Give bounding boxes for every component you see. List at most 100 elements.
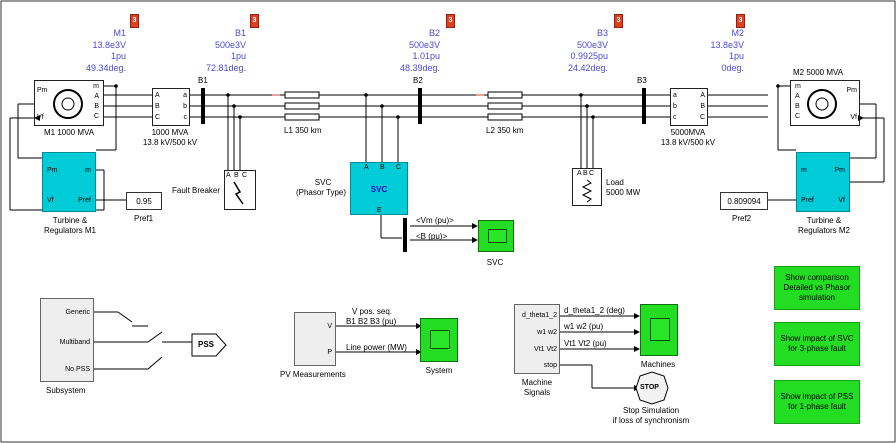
resistor-icon <box>581 179 593 203</box>
m1-name: M1 <box>113 28 126 38</box>
ms-port-w: w1 w2 <box>537 329 557 336</box>
t1-port-la: a <box>183 92 187 99</box>
tr1-port-pref: Pref <box>78 197 91 204</box>
t2-port-c: C <box>699 114 705 121</box>
subsystem-label: Subsystem <box>46 386 86 395</box>
show-pss-impact-button[interactable]: Show impact of PSS for 1-phase fault <box>774 380 860 424</box>
m2-name: M2 <box>731 28 744 38</box>
pss-subsystem[interactable]: Generic Multiband No PSS <box>40 298 94 382</box>
load-port-a: A <box>577 170 582 177</box>
measurement-b2: B2 500e3V 1.01pu 48.39deg. <box>368 28 440 74</box>
m2-port-vf: Vf <box>850 114 857 121</box>
bus-b1-label: B1 <box>198 76 208 85</box>
b3-name: B3 <box>596 28 608 38</box>
svc-block[interactable]: A B C SVC E <box>350 162 408 215</box>
m2-voltage: 13.8e3V <box>710 39 744 50</box>
turbine-1-label-line2: Regulators M1 <box>43 226 97 235</box>
machine-graphics <box>53 89 837 119</box>
show-svc-impact-button[interactable]: Show impact of SVC for 3-phase fault <box>774 322 860 366</box>
load-port-b: B <box>583 170 588 177</box>
transformer-1[interactable]: A B C a b c <box>152 88 190 126</box>
pref1-label: Pref1 <box>134 214 154 223</box>
pv-signal-v-line1: V pos. seq. <box>352 307 393 316</box>
fb-port-b: B <box>234 172 239 179</box>
m2-port-m: m <box>795 83 801 90</box>
load-block[interactable]: A B C <box>572 168 602 206</box>
m2-port-pm: Pm <box>846 87 858 94</box>
pv-port-p: P <box>327 349 332 356</box>
m1-port-b: B <box>94 103 99 110</box>
ms-port-dtheta: d_theta1_2 <box>521 312 557 319</box>
measurement-tag-m1[interactable]: 3 <box>130 14 139 28</box>
measurement-b1: B1 500e3V 1pu 72.81deg. <box>174 28 246 74</box>
t2-port-lb: b <box>673 103 677 110</box>
machine-m1[interactable]: Pm Vf m A B C <box>34 80 104 126</box>
pref1-constant[interactable]: 0.95 <box>126 192 162 210</box>
measurement-tag-b3[interactable]: 3 <box>614 14 623 28</box>
measurement-m2: M2 13.8e3V 1pu 0deg. <box>672 28 744 74</box>
t2-port-b: B <box>700 103 705 110</box>
b1-voltage: 500e3V <box>214 39 246 50</box>
machine-signals-block[interactable]: d_theta1_2 w1 w2 Vt1 Vt2 stop <box>514 304 560 374</box>
m2-magnitude: 1pu <box>728 51 744 61</box>
b3-angle: 24.42deg. <box>567 62 608 73</box>
measurement-b3: B3 500e3V 0.9925pu 24.42deg. <box>536 28 608 74</box>
fb-port-c: C <box>242 172 248 179</box>
stop-block-label[interactable]: STOP <box>640 384 659 391</box>
pref2-constant[interactable]: 0.809094 <box>720 192 768 210</box>
ms-port-stop: stop <box>543 362 557 369</box>
pss-goto-shape <box>191 333 227 357</box>
tr1-port-vf: Vf <box>47 197 54 204</box>
line-impedance <box>284 91 523 121</box>
measurement-tag-b2[interactable]: 3 <box>446 14 455 28</box>
m1-voltage: 13.8e3V <box>92 39 126 50</box>
b1-name: B1 <box>234 28 246 38</box>
stop-block-shape <box>635 371 669 405</box>
measurement-tag-m2[interactable]: 3 <box>736 14 745 28</box>
show-comparison-button[interactable]: Show comparison Detailed vs Phasor simul… <box>774 266 860 310</box>
svc-port-a: A <box>364 164 369 171</box>
pv-measurements-block[interactable]: V P <box>294 312 336 366</box>
b3-magnitude: 0.9925pu <box>570 51 608 61</box>
junction-dots <box>114 84 780 119</box>
svc-scope-label: SVC <box>486 258 504 267</box>
transformer-2[interactable]: a b c A B C <box>670 88 708 126</box>
tr1-port-m: m <box>85 167 91 174</box>
b2-name: B2 <box>428 28 440 38</box>
pss-goto-label[interactable]: PSS <box>198 340 215 349</box>
machines-scope-label: Machines <box>640 360 676 369</box>
system-scope-label: System <box>425 366 453 375</box>
svc-subtitle: (Phasor Type) <box>295 188 347 197</box>
b1-angle: 72.81deg. <box>205 62 246 73</box>
turbine-regulators-m2[interactable]: Pm m Vf Pref <box>796 152 850 212</box>
machines-scope[interactable] <box>640 304 678 356</box>
t1-port-c: C <box>155 114 161 121</box>
turbine-regulators-m1[interactable]: Pm m Vf Pref <box>42 152 96 212</box>
tr1-port-pm: Pm <box>47 167 58 174</box>
svc-port-b: B <box>380 164 385 171</box>
svc-port-c: C <box>396 164 402 171</box>
bus-bars <box>201 88 646 252</box>
pv-signal-p: Line power (MW) <box>346 343 407 352</box>
b2-magnitude: 1.01pu <box>412 51 440 61</box>
svc-scope[interactable] <box>478 220 514 252</box>
m1-port-c: C <box>93 113 99 120</box>
bus-b2-label: B2 <box>413 76 423 85</box>
transformer-1-rating: 1000 MVA <box>151 128 189 137</box>
m1-port-pm: Pm <box>37 87 48 94</box>
fault-breaker[interactable]: A B C <box>224 170 256 210</box>
machine-m1-label: M1 1000 MVA <box>44 128 95 137</box>
tr2-port-vf: Vf <box>838 197 845 204</box>
tr2-port-m: m <box>801 167 807 174</box>
t2-port-a: A <box>700 92 705 99</box>
b3-voltage: 500e3V <box>576 39 608 50</box>
m2-angle: 0deg. <box>721 62 744 73</box>
turbine-2-label-line1: Turbine & <box>806 216 842 225</box>
m1-port-vf: Vf <box>37 114 44 121</box>
measurement-tag-b1[interactable]: 3 <box>250 14 259 28</box>
fb-port-a: A <box>226 172 231 179</box>
system-scope[interactable] <box>420 318 458 362</box>
machine-m2[interactable]: m A B C Pm Vf <box>790 80 860 126</box>
transformer-1-voltage: 13.8 kV/500 kV <box>142 138 198 147</box>
svc-label: SVC <box>314 178 332 187</box>
